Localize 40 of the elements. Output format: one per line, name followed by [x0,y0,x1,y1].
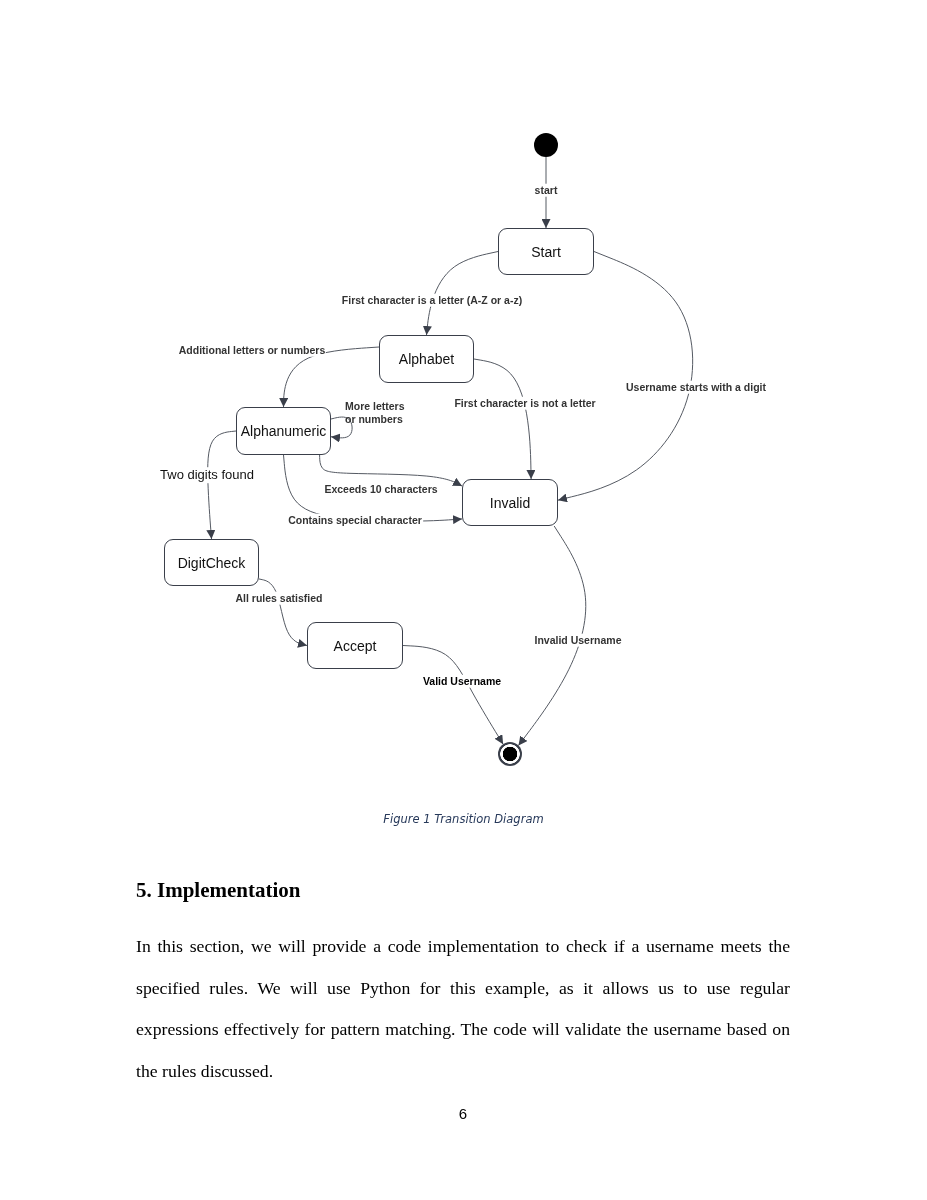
edge-label: start [533,183,559,197]
state-name: Start [531,243,561,260]
state-name: Invalid [489,494,531,511]
state-name: Accept [333,637,377,654]
transition-arrow [319,454,463,487]
state-box [307,622,403,669]
edge-label: Invalid Username [533,633,623,647]
transition-arrow [258,578,308,648]
state-box [498,228,594,275]
initial-state-circle [534,133,558,157]
edge-label: Two digits found [159,467,255,483]
transition-arrow [518,525,587,746]
transition-arrow [557,251,694,503]
edge-label: More letters or numbers [344,400,406,426]
transition-arrow [402,645,504,745]
transition-arrow [473,358,536,480]
edge-label: Contains special character [287,513,423,527]
edge-label: Exceeds 10 characters [323,482,439,496]
state-name: DigitCheck [177,554,246,571]
edge-label: First character is a letter (A-Z or a-z) [340,293,524,307]
state-box [462,479,558,526]
figure-caption: Figure 1 Transition Diagram [383,812,544,826]
section-heading: 5. Implementation [136,878,301,903]
edge-label: All rules satisfied [234,591,324,605]
page-number: 6 [457,1105,469,1122]
transition-arrow [279,346,380,408]
transition-arrow [422,251,499,336]
final-state-circle [498,742,522,766]
state-box [164,539,259,586]
edge-label: First character is not a letter [453,396,597,410]
state-name: Alphanumeric [240,423,327,439]
transition-arrow [206,430,237,540]
transition-arrow [330,416,353,443]
state-name: Alphabet [398,351,455,367]
edge-label: Valid Username [421,674,503,688]
edge-label: Additional letters or numbers [177,343,327,357]
body-paragraph: In this section, we will provide a code implementation to check if a username meets the specified rules. We will use Python for this example, as it allows us to use regular expressions effectively for pattern matching. The code will validate the username based on the rules discussed. [136,935,790,1083]
state-box [236,407,331,455]
state-box [379,335,474,383]
edge-label: Username starts with a digit [625,380,767,394]
